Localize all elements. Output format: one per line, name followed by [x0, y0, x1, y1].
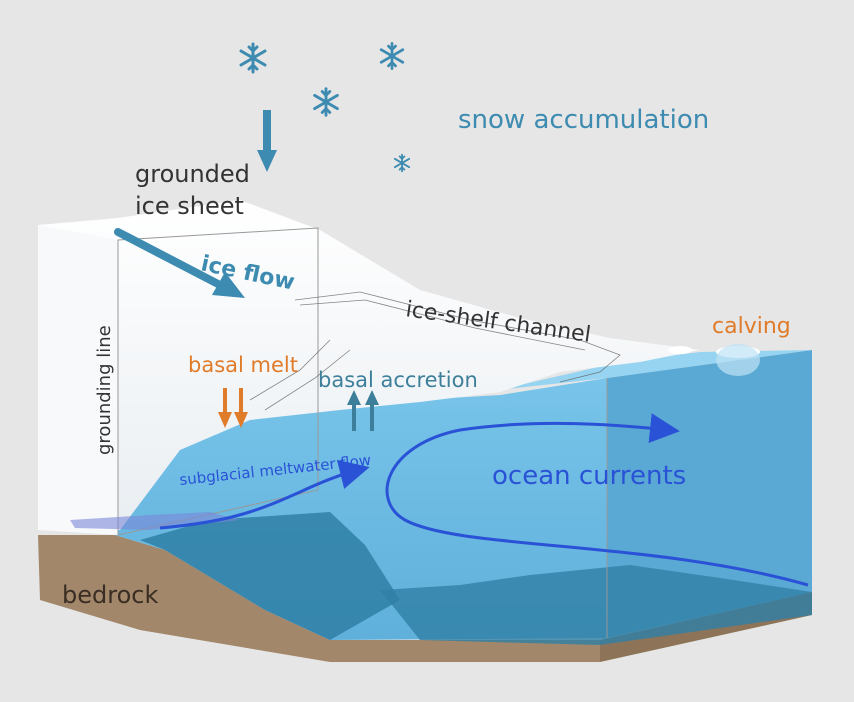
grounded-label-line2: ice sheet [135, 192, 244, 220]
grounding-line-label: grounding line [94, 325, 115, 455]
flow-arrow-icon [114, 228, 245, 298]
snowflake-icon [379, 42, 405, 70]
grounded-label-line1: grounded [135, 160, 250, 188]
snowflake-icon [239, 42, 267, 74]
down-arrow-icon [257, 110, 277, 172]
basal-melt-label: basal melt [188, 353, 298, 377]
ocean-currents-label: ocean currents [492, 461, 686, 491]
meltwater-band [70, 512, 240, 530]
ice-shelf-channel-wireframe [249, 291, 621, 411]
down-arrow-icon [218, 388, 248, 428]
calving-label: calving [712, 314, 791, 339]
seafloor-ridge [140, 512, 400, 640]
ice-sheet-top [38, 200, 700, 530]
meltwater-flow-arrow [159, 459, 370, 530]
seafloor-ridge-right [380, 565, 812, 645]
bedrock-front [38, 535, 600, 662]
snowflake-icon [313, 87, 339, 117]
snow-accumulation-label: snow accumulation [458, 105, 709, 135]
ice-sheet-front [38, 225, 118, 535]
ocean-current-arrow [385, 413, 809, 587]
bedrock-label: bedrock [62, 581, 158, 609]
ice-floe [716, 344, 760, 376]
ice-floe [668, 346, 692, 354]
basal-accretion-label: basal accretion [318, 368, 478, 392]
snowflake-icon [393, 153, 411, 173]
up-arrow-icon [347, 390, 379, 431]
grounding-box [117, 227, 319, 536]
